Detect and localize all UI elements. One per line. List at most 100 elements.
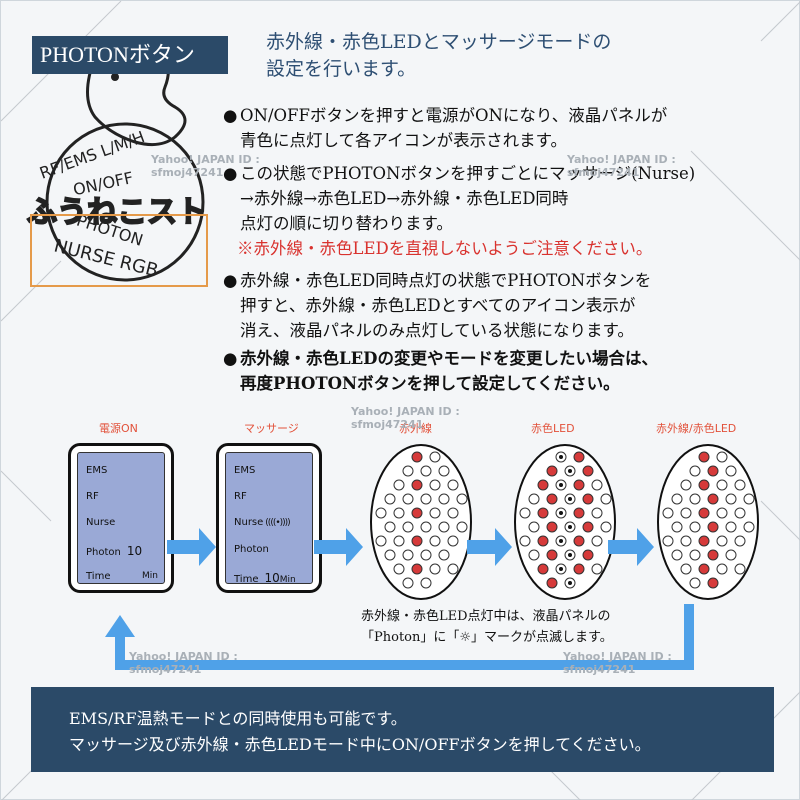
led-dot — [716, 507, 728, 519]
led-dot-lit — [537, 563, 549, 575]
return-line — [115, 633, 125, 670]
bullet-line: 赤外線・赤色LEDの変更やモードを変更したい場合は、 — [240, 349, 658, 368]
bullet-line: 点灯の順に切り替わります。 — [240, 214, 453, 233]
led-dot-lit — [698, 479, 710, 491]
led-dot — [402, 549, 414, 561]
note-line: 赤外線・赤色LED点灯中は、液晶パネルの — [361, 609, 611, 624]
led-dot — [420, 465, 432, 477]
bullet-item: ● この状態でPHOTONボタンを押すごとにマッサージ(Nurse) →赤外線→… — [223, 161, 763, 236]
led-dot — [402, 493, 414, 505]
led-dot-lit — [582, 493, 594, 505]
led-dot — [671, 521, 683, 533]
led-dot — [689, 521, 701, 533]
led-dot-lit — [707, 549, 719, 561]
led-dot — [375, 507, 387, 519]
led-dot — [591, 479, 603, 491]
led-dot — [716, 535, 728, 547]
lcd-row-ems: EMS — [234, 465, 256, 476]
led-dot-lit — [546, 549, 558, 561]
led-dot — [734, 535, 746, 547]
led-dot — [662, 507, 674, 519]
led-dot — [671, 549, 683, 561]
watermark-id: Yahoo! JAPAN ID :sfmoj47241 — [563, 650, 672, 676]
led-dot — [393, 479, 405, 491]
led-dot — [528, 549, 540, 561]
led-dot — [591, 563, 603, 575]
lcd-row-time: Time — [86, 571, 111, 582]
led-dot — [600, 493, 612, 505]
led-dot-center — [568, 525, 572, 529]
heading-line: 設定を行います。 — [266, 58, 417, 80]
led-dot-lit — [411, 563, 423, 575]
led-dot-center — [559, 455, 563, 459]
led-dot — [384, 521, 396, 533]
led-dot — [420, 577, 432, 589]
warning-text: ※赤外線・赤色LEDを直視しないようご注意ください。 — [237, 239, 653, 258]
led-dot-lit — [707, 577, 719, 589]
led-dot — [689, 493, 701, 505]
led-dot — [734, 507, 746, 519]
watermark-id: Yahoo! JAPAN ID :sfmoj47241 — [151, 153, 260, 179]
lcd-row-nurse: Nurse — [86, 517, 116, 528]
led-dot — [716, 451, 728, 463]
led-dot-lit — [546, 493, 558, 505]
led-dot — [680, 563, 692, 575]
led-dot — [743, 493, 755, 505]
led-dot — [429, 563, 441, 575]
bullet-item: ● 赤外線・赤色LEDの変更やモードを変更したい場合は、 再度PHOTONボタン… — [223, 346, 763, 396]
time-value: 10 — [264, 571, 280, 585]
led-dot — [447, 479, 459, 491]
bullet-dot-icon: ● — [223, 106, 238, 125]
led-dot — [519, 535, 531, 547]
led-dot-lit — [707, 493, 719, 505]
led-dot-lit — [582, 521, 594, 533]
led-dot-lit — [411, 451, 423, 463]
arrow-right-icon — [608, 528, 654, 566]
time-unit: Min — [142, 571, 158, 581]
led-dot — [591, 507, 603, 519]
bullet-dot-icon: ● — [223, 349, 238, 368]
heading-line: 赤外線・赤色LEDとマッサージモードの — [266, 31, 612, 53]
nurse-label: Nurse — [234, 517, 264, 528]
vibration-icon: ((((•)))) — [265, 518, 290, 528]
watermark-id: Yahoo! JAPAN ID :sfmoj47241 — [351, 405, 460, 431]
led-dot-lit — [411, 479, 423, 491]
led-dot-center — [559, 483, 563, 487]
led-head-both — [657, 444, 759, 600]
flow-arrows — [105, 528, 694, 670]
arrow-right-icon — [314, 528, 363, 566]
led-dot — [725, 549, 737, 561]
watermark-id: Yahoo! JAPAN ID :sfmoj47241 — [567, 153, 676, 179]
led-dot-lit — [546, 521, 558, 533]
led-dot — [519, 507, 531, 519]
led-dot-lit — [582, 465, 594, 477]
bullet-line: 赤外線・赤色LED同時点灯の状態でPHOTONボタンを — [240, 271, 652, 290]
led-dot-lit — [411, 535, 423, 547]
bullet-line: 再度PHOTONボタンを押して設定してください。 — [240, 374, 620, 393]
lcd-row-photon: Photon — [234, 544, 269, 555]
bullet-dot-icon: ● — [223, 164, 238, 183]
led-dot — [689, 549, 701, 561]
bullet-line: この状態でPHOTONボタンを押すごとにマッサージ(Nurse) — [240, 164, 696, 183]
led-dot — [447, 507, 459, 519]
stage-label: 赤外線 — [399, 422, 432, 435]
led-dot-lit — [707, 465, 719, 477]
led-dot-lit — [537, 507, 549, 519]
led-dot — [429, 535, 441, 547]
bullet-line: ON/OFFボタンを押すと電源がONになり、液晶パネルが — [240, 106, 668, 125]
arrow-right-icon — [167, 528, 216, 566]
led-dot — [402, 465, 414, 477]
led-dot — [600, 521, 612, 533]
led-dot-center — [568, 469, 572, 473]
led-dot — [528, 493, 540, 505]
led-dot-lit — [537, 535, 549, 547]
bullet-item: ● ON/OFFボタンを押すと電源がONになり、液晶パネルが 青色に点灯して各ア… — [223, 103, 763, 153]
led-dot — [384, 549, 396, 561]
led-dot — [402, 521, 414, 533]
led-head-infrared — [370, 444, 472, 600]
led-dot — [725, 493, 737, 505]
led-dot-lit — [573, 535, 585, 547]
